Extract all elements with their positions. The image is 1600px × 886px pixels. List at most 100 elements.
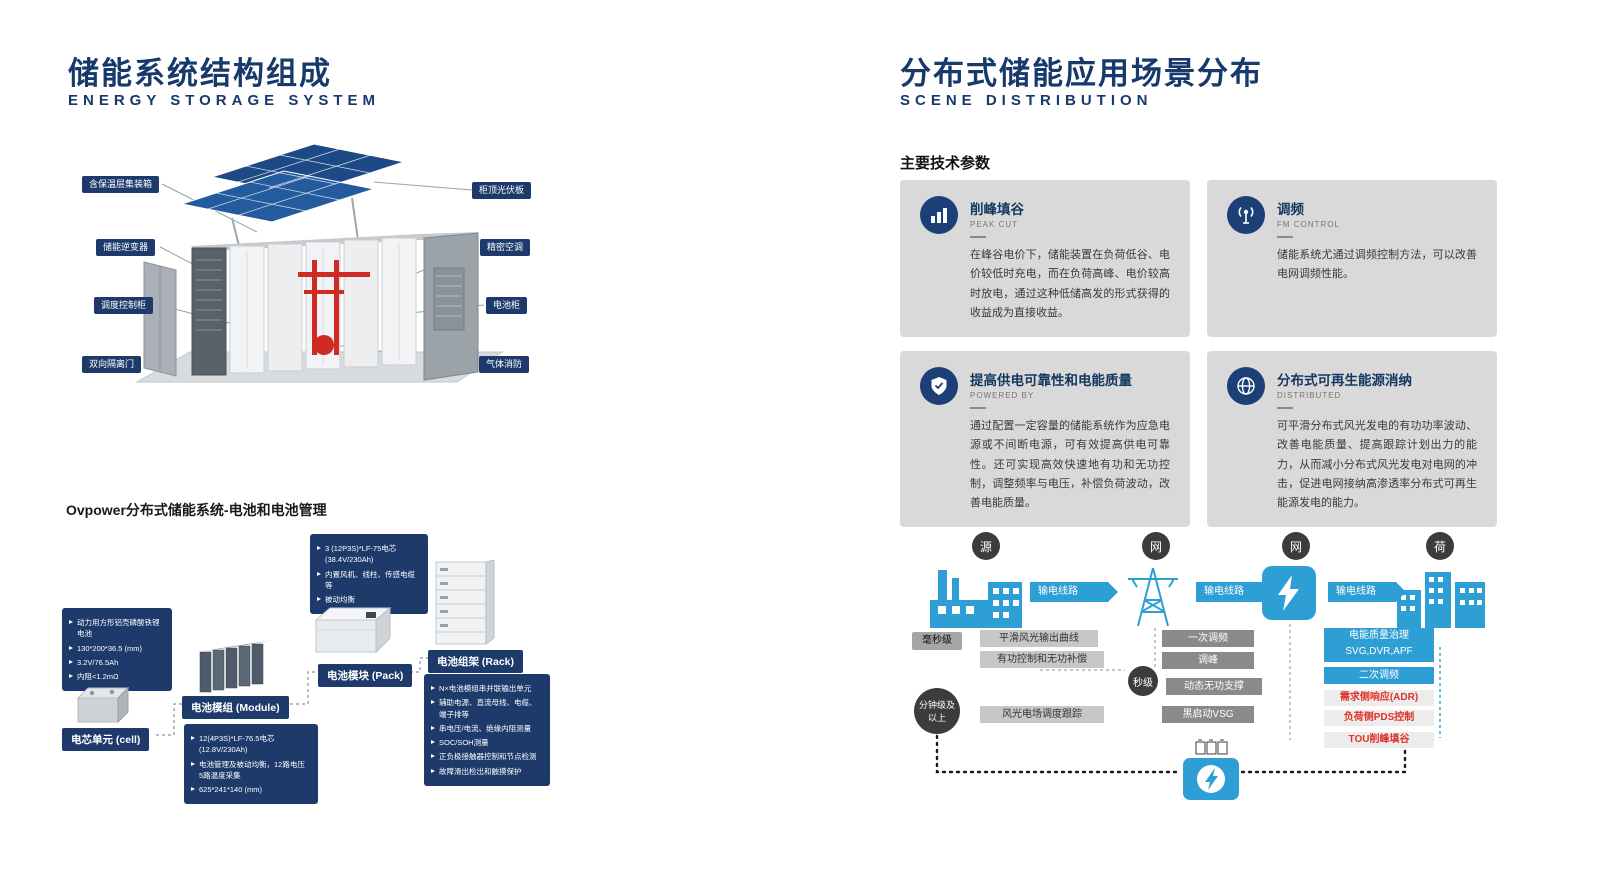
pack-illustration <box>314 606 392 654</box>
card-title: 调频 <box>1277 202 1304 217</box>
stage-label-rack: 电池组架 (Rack) <box>428 650 524 673</box>
transmission-arrow: 输电线路 <box>1328 582 1406 602</box>
label-battery-cabinet: 电池柜 <box>486 297 528 314</box>
card-text: 在峰谷电价下，储能装置在负荷低谷、电价较低时充电，而在负荷高峰、电价较高时放电，… <box>970 249 1170 319</box>
module-spec: 625*241*140 (mm) <box>199 785 262 794</box>
box-secondary-fm: 二次调频 <box>1324 667 1434 684</box>
rack-spec: 辅助电源、直流母线、电缆、端子排等 <box>439 698 537 719</box>
rack-spec: 串电压/电流、绝缘内阻测量 <box>439 723 532 733</box>
pack-spec: 内置风机、线柱、传感电缆等 <box>325 569 415 590</box>
rack-illustration <box>435 560 495 645</box>
solar-panel-array <box>180 143 406 251</box>
card-subtitle: PEAK CUT <box>970 220 1019 229</box>
card-subtitle: FM CONTROL <box>1277 220 1340 229</box>
label-dispatch-cabinet: 调度控制柜 <box>94 297 154 314</box>
transmission-arrow: 输电线路 <box>1030 582 1118 602</box>
card-divider <box>970 407 986 409</box>
cell-spec-box: 动力用方形铝壳磷酸铁锂电池 130*200*36.5 (mm) 3.2V/76.… <box>62 608 172 692</box>
stage-label-pack: 电池模块 (Pack) <box>318 664 413 687</box>
right-page-subtitle: SCENE DISTRIBUTION <box>900 92 1153 109</box>
label-insulated-container: 含保温层集装箱 <box>82 176 160 193</box>
rack-spec: 故障滑出检出和触摸保护 <box>439 766 522 776</box>
node-load: 荷 <box>1426 532 1454 560</box>
grid-flow-diagram: 源 网 网 荷 <box>900 520 1500 830</box>
transmission-arrow: 输电线路 <box>1196 582 1272 602</box>
rack-spec: 正负极接触器控制和节点检测 <box>439 752 537 762</box>
label-isolation-door: 双向隔离门 <box>82 356 142 373</box>
rack-spec: SOC/SOH测量 <box>439 738 489 747</box>
card-subtitle: DISTRIBUTED <box>1277 391 1342 400</box>
right-page-title: 分布式储能应用场景分布 <box>900 56 1263 91</box>
card-divider <box>1277 407 1293 409</box>
card-power-quality: 提高供电可靠性和电能质量 POWERED BY 通过配置一定容量的储能系统作为应… <box>900 351 1190 528</box>
card-fm-control: 调频 FM CONTROL 储能系统尤通过调频控制方法，可以改善电网调频性能。 <box>1207 180 1497 337</box>
battery-storage-icon <box>1183 739 1239 800</box>
stage-label-module: 电池模组 (Module) <box>182 696 289 719</box>
cell-spec: 3.2V/76.5Ah <box>77 657 119 667</box>
globe-icon <box>1227 367 1265 405</box>
module-spec: 电池管理及被动均衡，12路电压 5路温度采集 <box>199 759 305 780</box>
box-tou-peak: TOU削峰填谷 <box>1324 732 1434 748</box>
cell-spec: 内阻<1.2mΩ <box>77 672 119 681</box>
label-gas-fire: 气体消防 <box>479 356 530 373</box>
parameter-cards: 削峰填谷 PEAK CUT 在峰谷电价下，储能装置在负荷低谷、电价较低时充电，而… <box>900 180 1500 528</box>
flow-connector-lines <box>935 624 1441 774</box>
module-spec: 12(4P3S)*LF-76.5电芯 (12.8V/230Ah) <box>199 734 275 755</box>
pack-spec-box: 3 (12P3S)*LF-75电芯 (38.4V/230Ah) 内置风机、线柱、… <box>310 534 428 615</box>
shield-icon <box>920 367 958 405</box>
rack-spec: N×电池模组串并联输出单元 <box>439 684 532 693</box>
box-peak-shaving: 调峰 <box>1162 652 1254 669</box>
module-illustration <box>199 640 274 693</box>
cell-illustration <box>76 686 130 724</box>
card-renewable-absorption: 分布式可再生能源消纳 DISTRIBUTED 可平滑分布式风光发电的有功功率波动… <box>1207 351 1497 528</box>
pack-spec: 3 (12P3S)*LF-75电芯 (38.4V/230Ah) <box>325 544 397 565</box>
cell-spec: 动力用方形铝壳磷酸铁锂电池 <box>77 618 160 639</box>
card-text: 通过配置一定容量的储能系统作为应急电源或不间断电源，可有效提高供电可靠性。还可实… <box>970 420 1170 509</box>
stage-label-cell: 电芯单元 (cell) <box>62 728 150 751</box>
container-end-door <box>423 232 479 381</box>
box-dyn-reactive: 动态无功支撑 <box>1166 678 1262 695</box>
box-reactive-comp: 有功控制和无功补偿 <box>980 651 1104 668</box>
battery-hierarchy-diagram: 动力用方形铝壳磷酸铁锂电池 130*200*36.5 (mm) 3.2V/76.… <box>60 528 575 833</box>
level-second: 秒级 <box>1128 666 1158 696</box>
node-grid-2: 网 <box>1282 532 1310 560</box>
label-roof-pv: 柜顶光伏板 <box>472 182 532 199</box>
module-spec-box: 12(4P3S)*LF-76.5电芯 (12.8V/230Ah) 电池管理及被动… <box>184 724 318 805</box>
params-heading: 主要技术参数 <box>900 155 991 172</box>
label-precision-ac: 精密空调 <box>480 239 531 256</box>
node-grid-1: 网 <box>1142 532 1170 560</box>
card-title: 削峰填谷 <box>970 202 1024 217</box>
box-power-quality: 电能质量治理 SVG,DVR,APF <box>1324 628 1434 662</box>
card-title: 提高供电可靠性和电能质量 <box>970 373 1132 388</box>
card-peak-cut: 削峰填谷 PEAK CUT 在峰谷电价下，储能装置在负荷低谷、电价较低时充电，而… <box>900 180 1190 337</box>
cell-spec: 130*200*36.5 (mm) <box>77 643 143 653</box>
card-text: 储能系统尤通过调频控制方法，可以改善电网调频性能。 <box>1277 249 1477 281</box>
card-subtitle: POWERED BY <box>970 391 1035 400</box>
card-divider <box>1277 236 1293 238</box>
box-smooth-output: 平滑风光输出曲线 <box>980 630 1098 647</box>
card-text: 可平滑分布式风光发电的有功功率波动、改善电能质量、提高跟踪计划出力的能力，从而减… <box>1277 420 1477 509</box>
level-millisecond: 毫秒级 <box>912 632 962 650</box>
box-pds-control: 负荷侧PDS控制 <box>1324 710 1434 726</box>
box-dispatch-track: 风光电场调度跟踪 <box>980 706 1104 723</box>
container-illustration <box>135 143 504 383</box>
lightning-icon <box>1278 575 1299 611</box>
pack-spec: 被动均衡 <box>325 595 355 604</box>
cabinet-row <box>191 232 478 376</box>
left-page-title: 储能系统结构组成 <box>68 56 332 91</box>
fire-pipework <box>298 260 370 355</box>
label-storage-inverter: 储能逆变器 <box>96 239 156 256</box>
buildings-icon <box>1397 572 1485 628</box>
level-minute: 分钟级及以上 <box>914 688 960 734</box>
container-system-diagram: 含保温层集装箱 储能逆变器 调度控制柜 双向隔离门 柜顶光伏板 精密空调 电池柜… <box>62 140 537 455</box>
box-primary-fm: 一次调频 <box>1162 630 1254 647</box>
rack-spec-box: N×电池模组串并联输出单元 辅助电源、直流母线、电缆、端子排等 串电压/电流、绝… <box>424 674 550 786</box>
transmission-tower-icon <box>1128 567 1178 627</box>
node-source: 源 <box>972 532 1000 560</box>
left-page-subtitle: ENERGY STORAGE SYSTEM <box>68 92 380 109</box>
broadcast-icon <box>1227 196 1265 234</box>
box-demand-response: 需求侧响应(ADR) <box>1324 690 1434 706</box>
bar-chart-icon <box>920 196 958 234</box>
card-title: 分布式可再生能源消纳 <box>1277 373 1412 388</box>
power-plant-icon <box>930 570 1022 628</box>
